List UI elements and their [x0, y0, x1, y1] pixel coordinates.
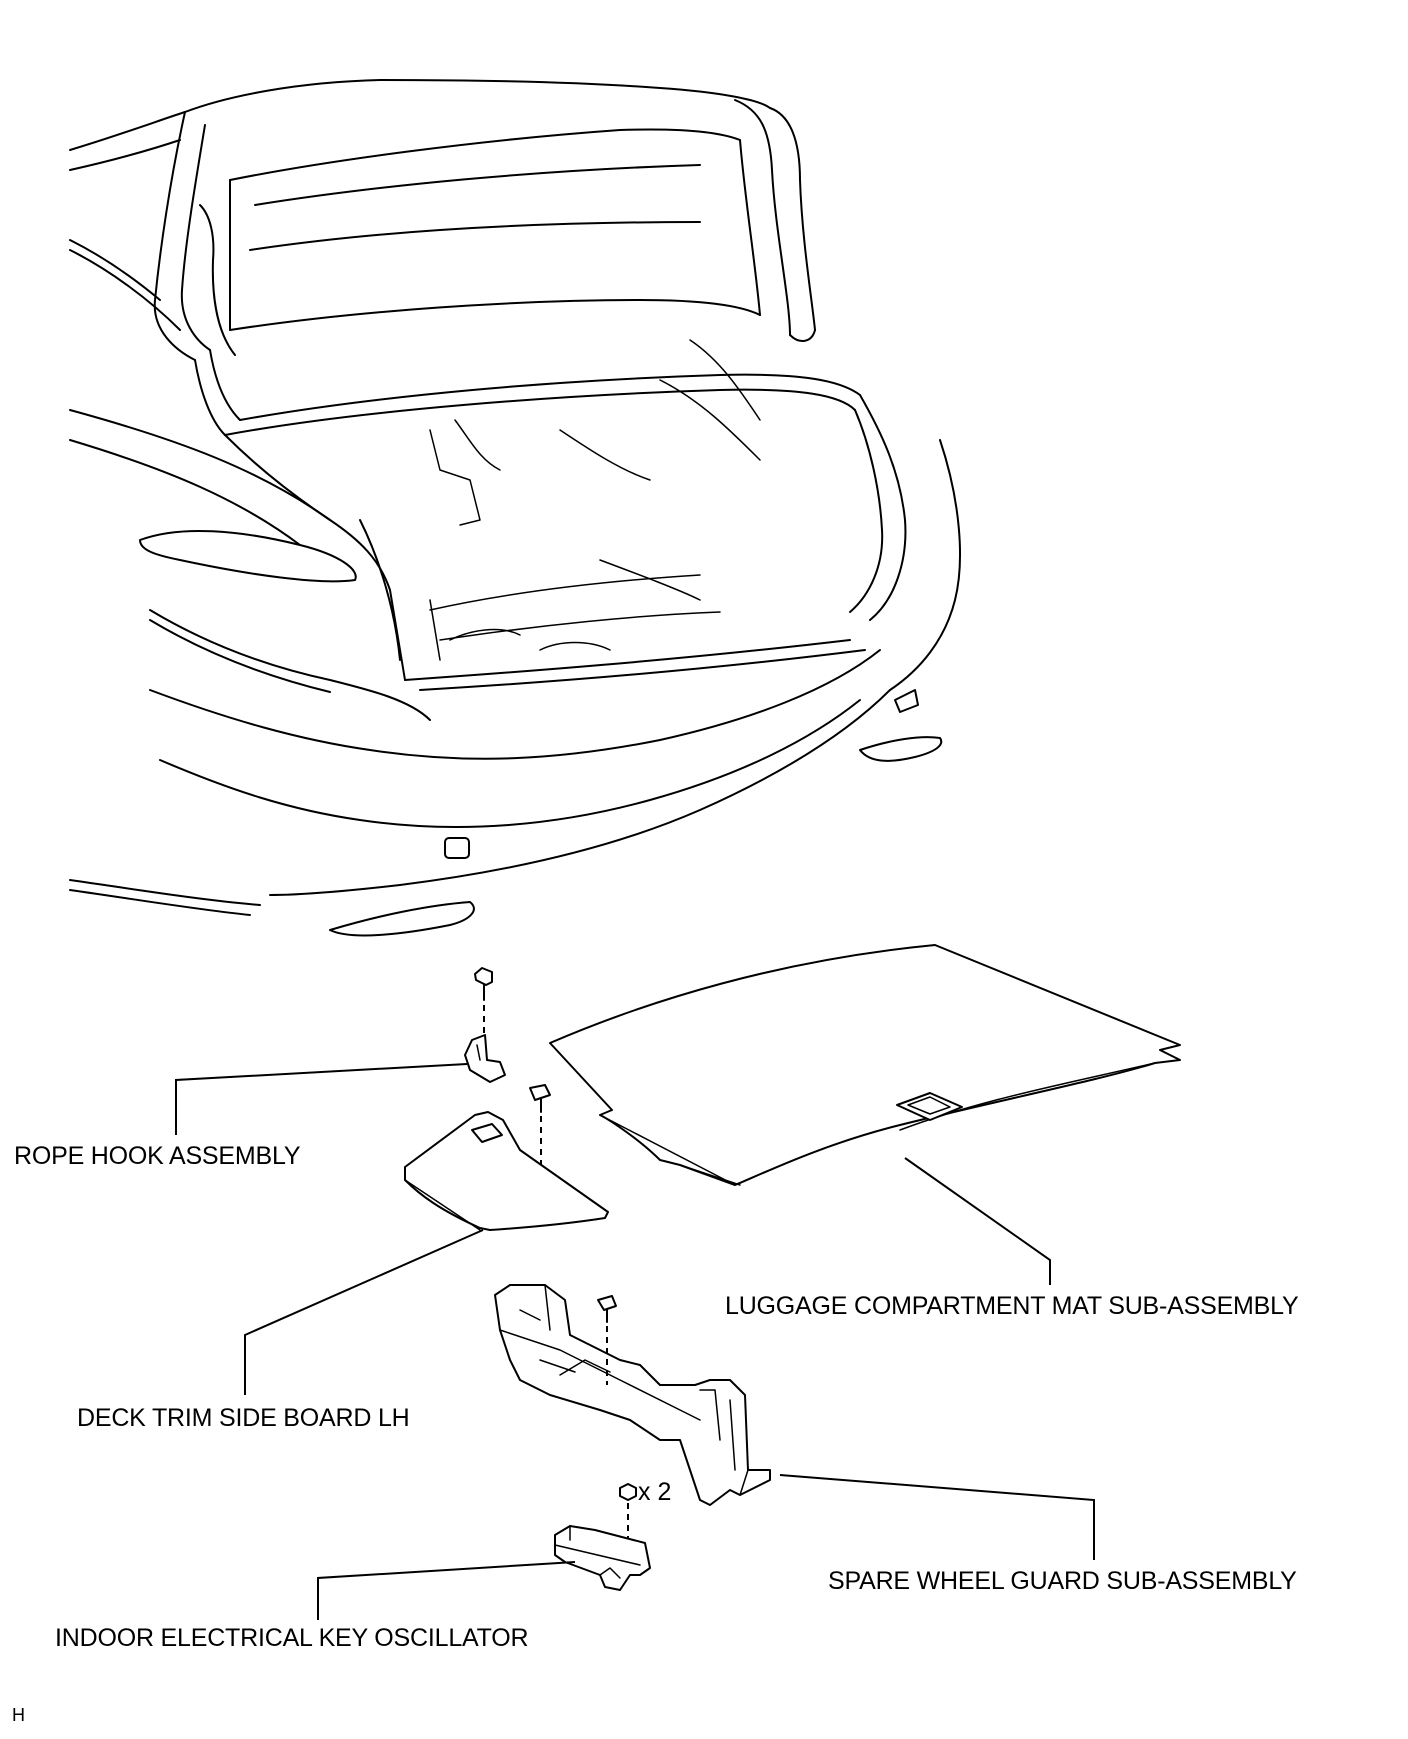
rope-hook-drawing — [464, 967, 506, 1083]
figure-code: H — [12, 1705, 25, 1725]
deck-trim-label: DECK TRIM SIDE BOARD LH — [77, 1404, 410, 1432]
vehicle-rear-illustration — [69, 79, 961, 937]
luggage-mat-label: LUGGAGE COMPARTMENT MAT SUB-ASSEMBLY — [725, 1292, 1299, 1320]
spare-wheel-guard-label: SPARE WHEEL GUARD SUB-ASSEMBLY — [828, 1567, 1297, 1595]
nut-quantity-note: x 2 — [638, 1478, 672, 1506]
leader-lines — [175, 1063, 1095, 1620]
key-oscillator-drawing — [554, 1483, 651, 1591]
deck-trim-board-drawing — [404, 1084, 609, 1231]
rope-hook-label: ROPE HOOK ASSEMBLY — [14, 1142, 301, 1170]
luggage-mat-drawing — [549, 944, 1181, 1186]
key-oscillator-label: INDOOR ELECTRICAL KEY OSCILLATOR — [55, 1624, 529, 1652]
spare-wheel-guard-drawing — [494, 1284, 771, 1506]
